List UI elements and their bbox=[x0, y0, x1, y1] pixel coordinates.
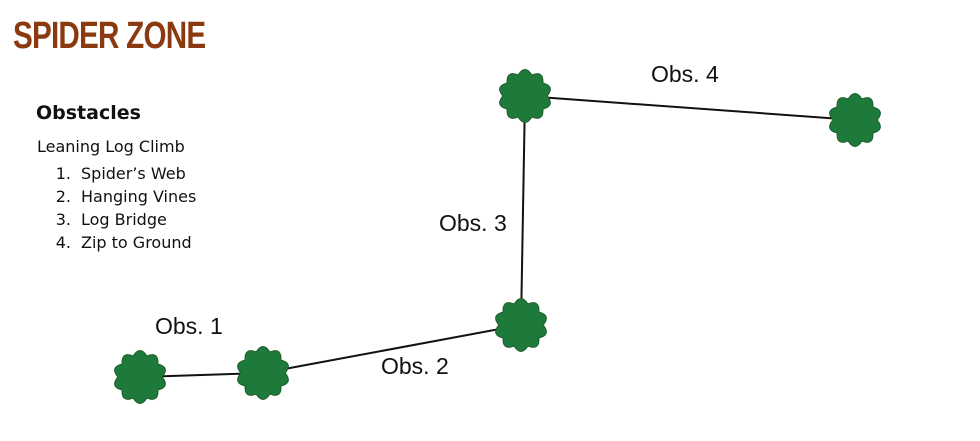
page-title: SPIDER ZONE bbox=[13, 15, 206, 57]
list-item-label: Log Bridge bbox=[81, 210, 167, 229]
edge-label-obs-3: Obs. 3 bbox=[439, 210, 507, 236]
list-item-label: Spider’s Web bbox=[81, 164, 186, 183]
edge-label-obs-4: Obs. 4 bbox=[651, 61, 719, 87]
list-item-label: Hanging Vines bbox=[81, 187, 197, 206]
list-item: 3. Log Bridge bbox=[36, 208, 286, 231]
node-obs-4-end bbox=[829, 93, 881, 147]
list-item: 2. Hanging Vines bbox=[36, 185, 286, 208]
edge-obs-3 bbox=[520, 95, 526, 326]
edge-label-obs-1: Obs. 1 bbox=[155, 313, 223, 339]
list-item-number: 2. bbox=[55, 187, 71, 206]
list-item-number: 1. bbox=[55, 164, 71, 183]
edge-obs-2 bbox=[262, 324, 522, 374]
list-item-number: 3. bbox=[55, 210, 71, 229]
list-item-label: Zip to Ground bbox=[81, 233, 192, 252]
obstacles-subtitle: Leaning Log Climb bbox=[37, 137, 185, 156]
node-obs-3-end bbox=[499, 69, 551, 123]
obstacle-list: 1. Spider’s Web 2. Hanging Vines 3. Log … bbox=[36, 162, 286, 254]
node-obs-2-end bbox=[495, 298, 547, 352]
node-start bbox=[114, 350, 166, 404]
edge-obs-4 bbox=[524, 95, 856, 121]
list-item-number: 4. bbox=[55, 233, 71, 252]
edge-label-obs-2: Obs. 2 bbox=[381, 353, 449, 379]
obstacles-heading: Obstacles bbox=[36, 102, 141, 124]
list-item: 1. Spider’s Web bbox=[36, 162, 286, 185]
node-obs-1-end bbox=[237, 346, 289, 400]
list-item: 4. Zip to Ground bbox=[36, 231, 286, 254]
obstacles-panel: Obstacles Leaning Log Climb 1. Spider’s … bbox=[36, 100, 286, 254]
